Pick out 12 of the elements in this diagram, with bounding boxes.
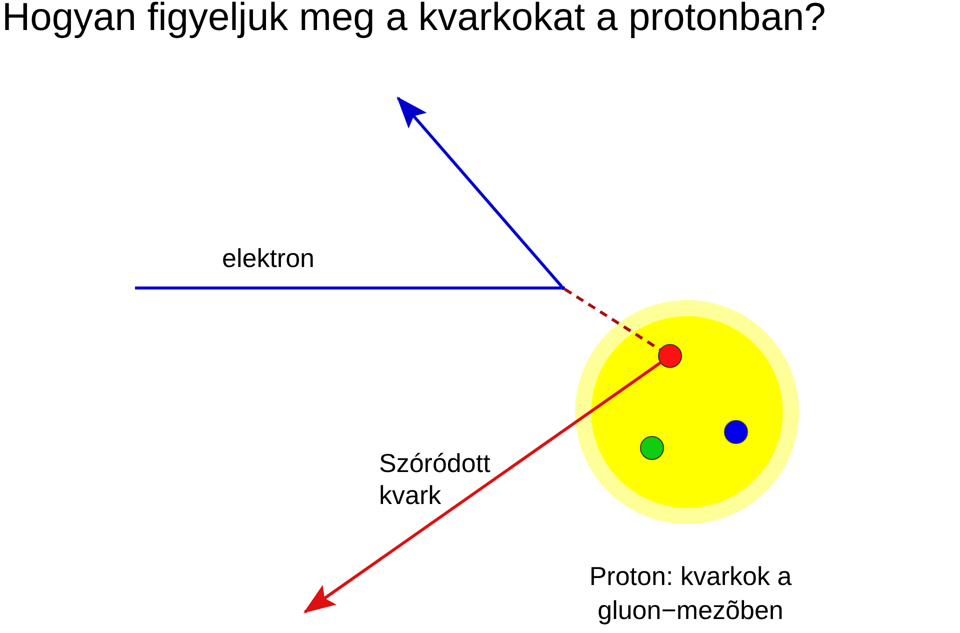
arrow [396,96,563,288]
edge-label: Szóródott kvark [379,447,492,511]
connector-line [135,286,561,290]
connector-line [564,288,661,351]
quark-dot [640,436,664,460]
arrow [303,362,662,614]
proton-caption: Proton: kvarkok a gluon−mezõben [588,560,793,627]
quark-dot [658,344,682,368]
edge-label: elektron [222,242,314,274]
vertex-dot [561,286,565,290]
title: Hogyan figyeljuk meg a kvarkokat a protonban? [2,0,826,40]
quark-dot [724,420,748,444]
